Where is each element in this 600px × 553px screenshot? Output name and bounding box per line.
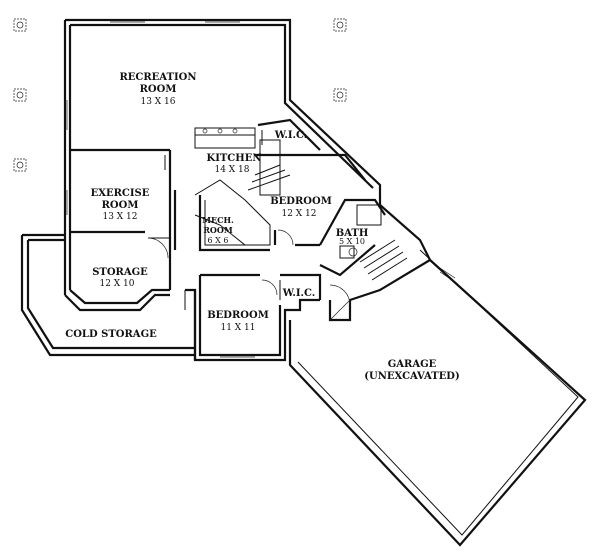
recreation-room-dims: 13 X 16 [140, 97, 175, 107]
mech-room-label-2: ROOM [203, 225, 233, 235]
recreation-room-label: RECREATION [119, 72, 196, 83]
bedroom-upper-dims: 12 X 12 [281, 209, 316, 219]
cold-storage-walls [20, 233, 197, 360]
bedroom-lower-dims: 11 X 11 [220, 323, 255, 333]
room-labels: RECREATION ROOM 13 X 16 KITCHEN 14 X 18 … [65, 72, 459, 382]
interior-walls [66, 21, 456, 358]
bedroom-lower-label: BEDROOM [207, 310, 269, 321]
exercise-room-label: EXERCISE [91, 188, 150, 199]
mech-room-dims: 6 X 6 [208, 236, 229, 245]
exterior-walls [63, 18, 587, 547]
wic-upper-label: W.I.C. [274, 130, 308, 141]
bath-label: BATH [336, 228, 369, 239]
garage-label: GARAGE [388, 359, 437, 370]
storage-dims: 12 X 10 [99, 279, 134, 289]
garage-stairs [359, 239, 408, 281]
kitchen-label: KITCHEN [207, 153, 262, 164]
windows [66, 21, 456, 358]
exercise-room-label-2: ROOM [102, 200, 139, 211]
bedroom-upper-label: BEDROOM [270, 196, 332, 207]
mech-room-label: MECH. [202, 215, 234, 225]
kitchen-dims: 14 X 18 [214, 165, 249, 175]
garage-label-2: (UNEXCAVATED) [364, 371, 459, 382]
bath-dims: 5 X 10 [339, 237, 365, 246]
recreation-room-label-2: ROOM [140, 84, 177, 95]
storage-label: STORAGE [92, 267, 148, 278]
wic-lower-label: W.I.C. [282, 288, 316, 299]
outlet-symbols [13, 18, 347, 172]
stair-lines [194, 164, 291, 246]
cold-storage-label: COLD STORAGE [65, 329, 157, 340]
exercise-room-dims: 13 X 12 [102, 212, 137, 222]
